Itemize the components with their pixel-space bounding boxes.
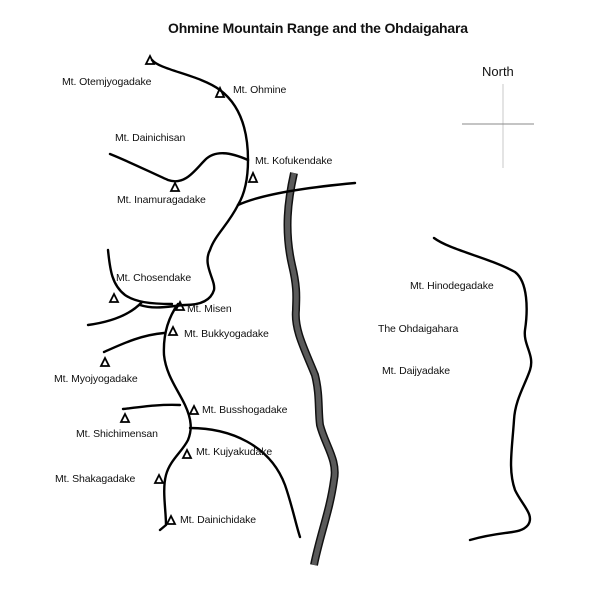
- label-ohdaigahara: The Ohdaigahara: [378, 323, 459, 335]
- map-title: Ohmine Mountain Range and the Ohdaigahar…: [168, 20, 468, 36]
- label-myojyogadake: Mt. Myojyogadake: [54, 373, 138, 385]
- label-inamuragadake: Mt. Inamuragadake: [117, 194, 206, 206]
- peak-dainichidake-icon: [165, 513, 177, 525]
- river: [283, 172, 339, 566]
- label-bukkyogadake: Mt. Bukkyogadake: [184, 328, 269, 340]
- label-dainichisan: Mt. Dainichisan: [115, 132, 186, 144]
- peak-busshogadake-icon: [188, 403, 200, 415]
- label-daijyadake: Mt. Daijyadake: [382, 365, 451, 377]
- compass-cross: [462, 84, 534, 168]
- label-kofukendake: Mt. Kofukendake: [255, 155, 333, 167]
- peak-kujyakudake-icon: [181, 447, 193, 459]
- peak-shakagadake-icon: [153, 472, 165, 484]
- peak-inamuragadake-icon: [169, 180, 181, 192]
- peak-kofukendake-icon: [247, 170, 259, 183]
- label-chosendake: Mt. Chosendake: [116, 272, 192, 284]
- ridges: [86, 58, 533, 542]
- label-ohmine: Mt. Ohmine: [233, 84, 287, 96]
- label-busshogadake: Mt. Busshogadake: [202, 404, 288, 416]
- compass-north-label: North: [482, 64, 514, 79]
- label-otemjyogadake: Mt. Otemjyogadake: [62, 76, 152, 88]
- label-kujyakudake: Mt. Kujyakudake: [196, 446, 273, 458]
- label-shakagadake: Mt. Shakagadake: [55, 473, 136, 485]
- main-ridge: [138, 58, 250, 309]
- label-hinodegadake: Mt. Hinodegadake: [410, 280, 494, 292]
- label-shichimensan: Mt. Shichimensan: [76, 428, 158, 440]
- label-misen: Mt. Misen: [187, 303, 232, 315]
- peak-misen-icon: [174, 299, 186, 311]
- peak-markers: [99, 53, 259, 525]
- peak-bukkyogadake-icon: [167, 324, 179, 336]
- label-dainichidake: Mt. Dainichidake: [180, 514, 257, 526]
- peak-chosendake-icon: [108, 291, 120, 303]
- peak-shichimensan-icon: [119, 411, 131, 423]
- peak-myojyogadake-icon: [99, 355, 111, 367]
- peak-ohmine-icon: [214, 85, 226, 98]
- peak-otemjyogadake-icon: [144, 53, 156, 65]
